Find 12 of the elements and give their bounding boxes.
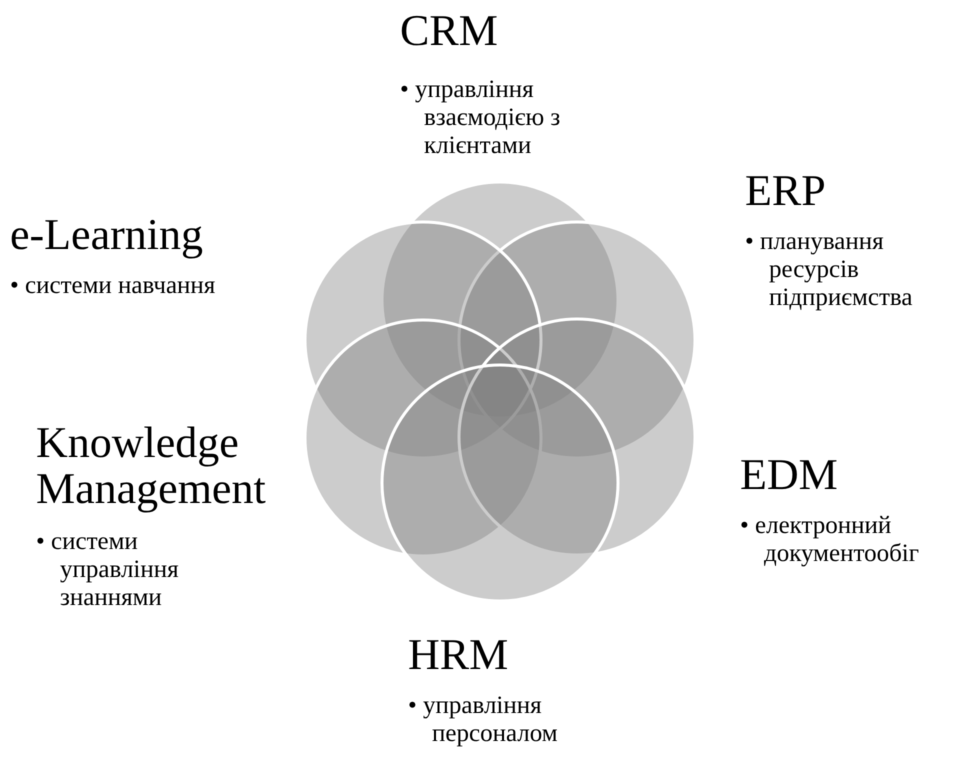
section-heading: ERP (745, 168, 827, 214)
section-heading: Knowledge Management (36, 420, 267, 512)
bullet-item: • планування ресурсів підприємства (745, 228, 914, 312)
section-heading: HRM (408, 632, 510, 678)
bullet-item: • електронний документообіг (740, 512, 920, 568)
section-heading: e-Learning (10, 212, 204, 258)
bullet-item: • управління персоналом (408, 692, 559, 748)
bullet-item: • системи навчання (10, 272, 216, 300)
section-heading: EDM (740, 452, 839, 498)
bullet-item: • системи управління знаннями (36, 528, 180, 612)
section-heading: CRM (400, 8, 499, 54)
bullet-item: • управління взаємодією з клієнтами (400, 76, 562, 160)
